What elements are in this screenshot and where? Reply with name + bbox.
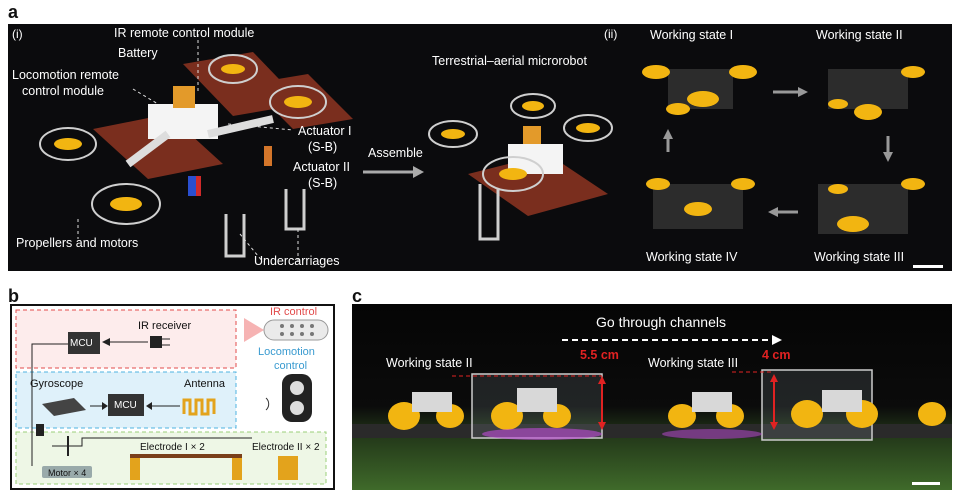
panel-a-letter: a [8,2,19,22]
label-electrode-2: Electrode II × 2 [252,442,320,453]
panel-a-illustration [39,34,943,268]
label-working-state-3: Working state III [814,250,905,264]
label-c-working-state-2: Working state II [386,356,473,370]
label-motor: Motor × 4 [48,468,87,478]
mcu-chip-2 [108,394,144,416]
label-microbot: Terrestrial–aerial microrobot [432,54,587,68]
label-height-5-5cm: 5.5 cm [580,348,619,362]
label-electrode-1: Electrode I × 2 [140,442,205,453]
mcu-chip-1 [68,332,100,354]
circuit-diagram [15,309,329,485]
label-actuator-1: Actuator I [298,124,352,138]
label-ir-receiver: IR receiver [138,320,192,332]
label-actuator-2-sb: (S-B) [308,176,338,190]
label-antenna: Antenna [184,378,225,390]
propeller-group-left [39,54,327,225]
label-locomotion-module-1: Locomotion remote [12,68,120,82]
scale-bar-a [913,265,943,268]
label-gyroscope: Gyroscope [30,378,84,390]
label-ir-module: IR remote control module [114,26,255,40]
label-battery: Battery [118,46,158,60]
state-robots [642,65,925,234]
label-mcu-1: MCU [70,338,93,349]
label-mcu-2: MCU [114,400,137,411]
label-undercarriages: Undercarriages [254,254,340,268]
label-actuator-2: Actuator II [293,160,350,174]
label-working-state-4: Working state IV [646,250,738,264]
sub-label-i: (i) [12,27,23,41]
battery-block [173,86,195,108]
label-locomotion-control-1: Locomotion [258,346,315,358]
label-propellers: Propellers and motors [16,236,139,250]
label-go-through-channels: Go through channels [596,314,726,330]
sub-label-ii: (ii) [604,27,618,41]
label-ir-control: IR control [270,306,318,318]
label-working-state-1: Working state I [650,28,734,42]
label-locomotion-module-2: control module [22,84,104,98]
panel-a-image: (i) (ii) IR remote control module Batter… [8,24,952,271]
label-locomotion-control-2: control [274,360,308,372]
scale-bar-c [912,482,940,485]
label-actuator-1-sb: (S-B) [308,140,338,154]
label-working-state-2: Working state II [816,28,903,42]
panel-b-letter: b [8,286,19,306]
panel-c-letter: c [352,286,363,306]
panel-c-photo: Go through channels Working state II Wor… [352,304,952,490]
channel-scene [352,335,952,485]
label-assemble: Assemble [368,146,423,160]
robot-body [148,104,218,139]
label-c-working-state-3: Working state III [648,356,739,370]
assembled-robot [428,93,613,241]
label-height-4cm: 4 cm [762,348,791,362]
panel-b-diagram: MCU MCU IR receiver IR control Locomotio… [10,304,335,490]
